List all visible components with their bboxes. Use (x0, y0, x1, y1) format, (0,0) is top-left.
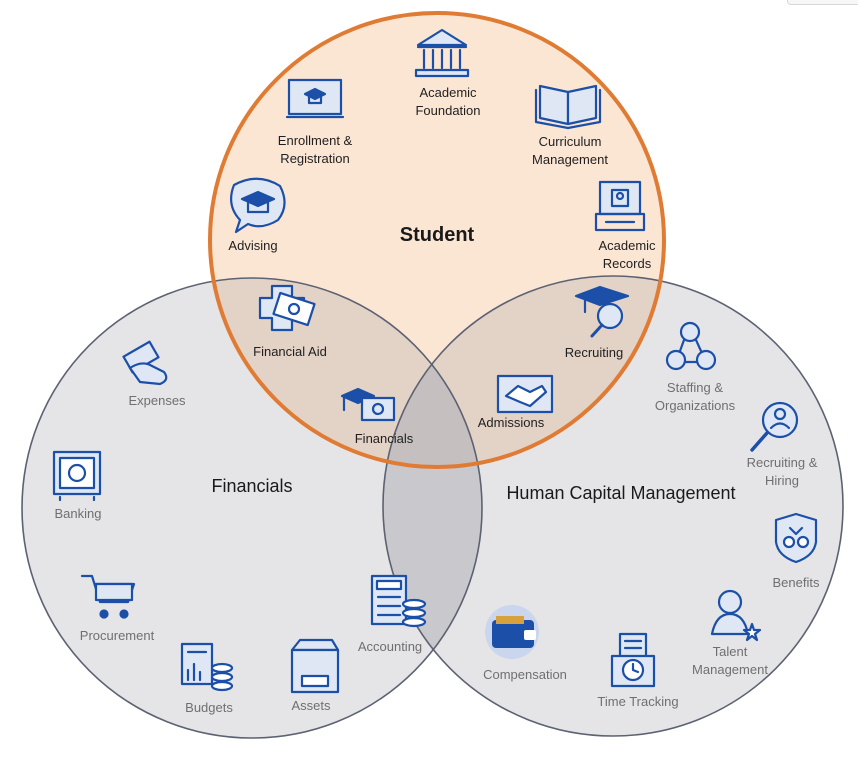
compensation-label: Compensation (483, 667, 567, 682)
student-title: Student (399, 224, 475, 246)
hcm-title: Human Capital Management (506, 483, 736, 503)
budget-document-icon (180, 642, 234, 692)
package-box-icon (290, 638, 340, 694)
open-book-icon (534, 84, 602, 130)
student-circle-outline (208, 11, 666, 469)
admissions-label: Admissions (477, 415, 545, 430)
procurement-label: Procurement (79, 628, 155, 643)
enrollment-registration-label: Enrollment & Registration (277, 133, 353, 166)
staffing-organizations-label: Staffing & Organizations (654, 380, 736, 413)
speech-bubble-graduation-icon (229, 177, 286, 234)
benefits-label: Benefits (772, 575, 820, 590)
banking-label: Banking (54, 506, 102, 521)
recruiting-label: Recruiting (564, 345, 624, 360)
records-box-icon (594, 180, 646, 232)
hcm-circle-outline (382, 275, 844, 737)
window-corner-fragment (787, 0, 858, 5)
hand-cash-icon (122, 340, 168, 386)
time-card-icon (610, 632, 656, 688)
academic-foundation-label: Academic Foundation (415, 85, 481, 118)
curriculum-management-label: Curriculum Management (532, 134, 608, 167)
talent-management-label: Talent Management (692, 644, 768, 677)
financials-title: Financials (211, 476, 293, 496)
budgets-label: Budgets (185, 700, 233, 715)
calculator-coins-icon (370, 574, 427, 628)
wallet-icon (485, 605, 539, 659)
shopping-cart-icon (80, 574, 136, 619)
graduation-cash-icon (340, 387, 396, 422)
people-network-icon (665, 321, 717, 371)
assets-label: Assets (291, 698, 331, 713)
financial-aid-label: Financial Aid (253, 344, 327, 359)
magnifier-person-icon (750, 401, 799, 452)
cash-plus-icon (258, 284, 316, 332)
accounting-label: Accounting (357, 639, 423, 654)
safe-icon (52, 450, 102, 502)
advising-label: Advising (228, 238, 278, 253)
laptop-graduation-icon (285, 78, 345, 119)
academic-records-label: Academic Records (598, 238, 656, 271)
recruiting-hiring-label: Recruiting & Hiring (746, 455, 818, 488)
benefits-shield-icon (774, 512, 818, 564)
graduation-magnifier-icon (574, 285, 630, 338)
expenses-label: Expenses (128, 393, 186, 408)
financials-circle-outline (21, 277, 483, 739)
building-columns-icon (414, 28, 470, 78)
time-tracking-label: Time Tracking (597, 694, 679, 709)
person-star-icon (710, 589, 762, 642)
handshake-icon (496, 374, 554, 414)
student-financials-label: Financials (354, 431, 414, 446)
